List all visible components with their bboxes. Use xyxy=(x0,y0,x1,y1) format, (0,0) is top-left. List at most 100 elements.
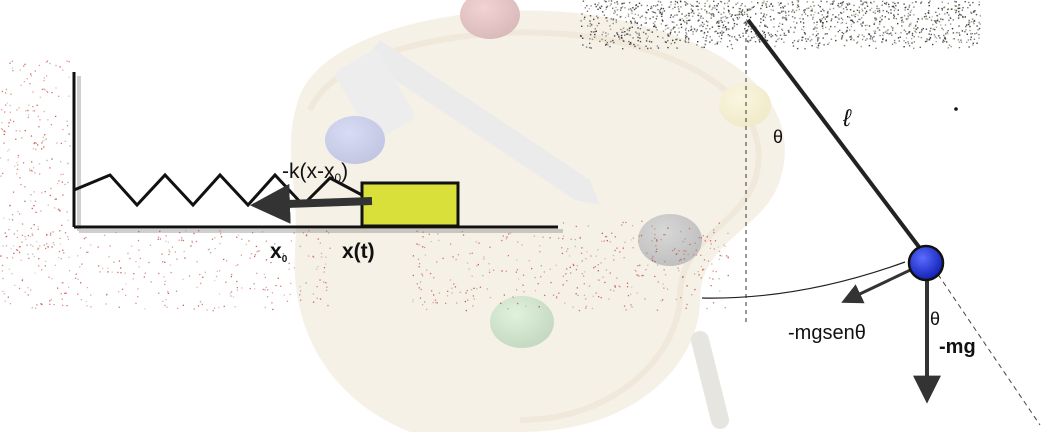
noise-dot xyxy=(137,239,140,242)
noise-dot xyxy=(262,288,264,291)
ceiling-dot xyxy=(659,11,661,13)
ceiling-dot xyxy=(747,9,749,11)
noise-dot xyxy=(637,265,639,267)
ceiling-dot xyxy=(716,32,719,34)
ceiling-dot xyxy=(925,15,927,17)
ceiling-dot xyxy=(679,19,682,21)
noise-dot xyxy=(646,252,648,254)
ceiling-dot xyxy=(875,17,877,20)
ceiling-dot xyxy=(853,10,855,13)
ceiling-dot xyxy=(720,13,722,15)
ceiling-dot xyxy=(748,8,750,10)
noise-dot xyxy=(241,238,243,240)
noise-dot xyxy=(676,253,678,255)
noise-dot xyxy=(636,292,638,294)
ceiling-dot xyxy=(726,28,728,30)
noise-dot xyxy=(55,115,57,118)
noise-dot xyxy=(412,299,414,301)
noise-dot xyxy=(167,291,169,293)
ceiling-dot xyxy=(827,10,829,13)
noise-dot xyxy=(199,301,202,303)
noise-dot xyxy=(19,130,21,132)
ceiling-dot xyxy=(635,7,637,9)
ceiling-dot xyxy=(785,18,788,20)
ceiling-dot xyxy=(735,3,737,6)
ceiling-dot xyxy=(665,41,667,44)
ceiling-dot xyxy=(934,28,936,31)
noise-dot xyxy=(622,247,624,249)
ceiling-dot xyxy=(681,13,683,15)
ceiling-dot xyxy=(630,43,632,45)
noise-dot xyxy=(60,142,62,145)
ceiling-dot xyxy=(634,13,637,15)
ceiling-dot xyxy=(845,22,848,24)
noise-dot xyxy=(31,161,33,163)
ceiling-dot xyxy=(594,28,596,30)
noise-dot xyxy=(17,164,19,166)
ceiling-dot xyxy=(812,33,814,36)
noise-dot xyxy=(614,249,616,252)
noise-dot xyxy=(258,250,260,252)
noise-dot xyxy=(698,274,700,276)
noise-dot xyxy=(129,257,131,260)
weight-force-label: -mg xyxy=(939,336,976,358)
ceiling-dot xyxy=(687,30,690,32)
ceiling-dot xyxy=(817,39,819,41)
noise-dot xyxy=(39,119,41,121)
noise-dot xyxy=(15,173,18,175)
ceiling-dot xyxy=(658,10,661,12)
noise-dot xyxy=(20,183,22,186)
ceiling-dot xyxy=(765,14,768,16)
ceiling-dot xyxy=(746,23,748,25)
ceiling-dot xyxy=(862,22,864,24)
ceiling-dot xyxy=(828,42,831,44)
ceiling-dot xyxy=(913,41,916,43)
ceiling-dot xyxy=(722,26,724,29)
ceiling-dot xyxy=(777,38,779,41)
noise-dot xyxy=(249,257,251,259)
noise-dot xyxy=(178,239,180,241)
angle-label-top: θ xyxy=(773,127,783,147)
noise-dot xyxy=(261,231,264,233)
ceiling-dot xyxy=(584,7,586,9)
ceiling-dot xyxy=(725,17,728,19)
ceiling-dot xyxy=(741,13,743,15)
noise-dot xyxy=(428,233,430,235)
noise-dot xyxy=(55,87,57,89)
ceiling-dot xyxy=(723,20,726,22)
noise-dot xyxy=(430,240,432,243)
noise-dot xyxy=(164,283,166,286)
ceiling-dot xyxy=(646,12,648,14)
ceiling-dot xyxy=(735,14,738,16)
ceiling-dot xyxy=(685,21,688,24)
ceiling-dot xyxy=(935,26,938,28)
noise-dot xyxy=(583,275,585,277)
noise-dot xyxy=(644,298,646,300)
pendulum-string xyxy=(746,18,927,257)
ceiling-dot xyxy=(650,47,652,49)
ceiling-dot xyxy=(674,26,676,28)
noise-dot xyxy=(144,308,146,310)
ceiling-dot xyxy=(651,31,653,33)
ceiling-dot xyxy=(759,25,761,27)
noise-dot xyxy=(453,283,455,285)
ceiling-dot xyxy=(817,38,819,40)
ceiling-dot xyxy=(654,21,656,23)
ceiling-dot xyxy=(704,40,707,42)
ceiling-dot xyxy=(656,45,659,47)
ceiling-dot xyxy=(639,28,642,30)
noise-dot xyxy=(270,261,272,264)
ceiling-dot xyxy=(739,11,741,13)
ceiling-dot xyxy=(950,45,952,48)
noise-dot xyxy=(17,156,19,158)
ceiling-dot xyxy=(916,21,918,23)
ceiling-dot xyxy=(714,7,716,9)
ceiling-dot xyxy=(676,2,679,4)
ceiling-dot xyxy=(954,0,956,3)
ceiling-dot xyxy=(722,31,725,34)
ceiling-dot xyxy=(834,35,837,37)
ceiling-dot xyxy=(590,5,592,7)
ceiling-dot xyxy=(954,9,956,11)
ceiling-dot xyxy=(709,4,711,7)
